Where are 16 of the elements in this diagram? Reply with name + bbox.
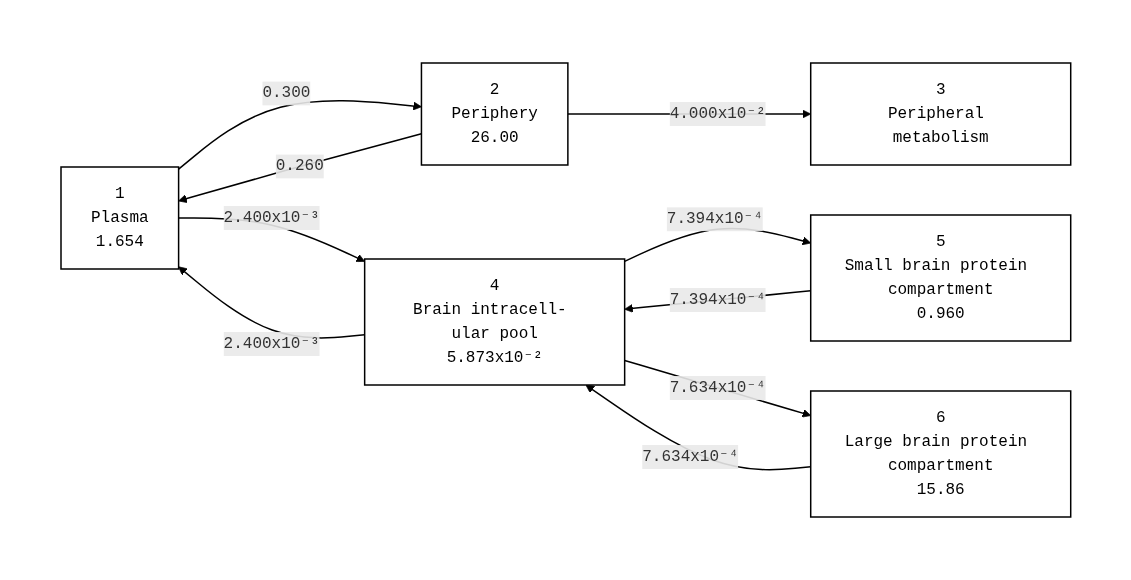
node-box: 3 Peripheral metabolism	[809, 62, 1072, 166]
edge-label: 7.634x10⁻⁴	[669, 379, 766, 397]
edge-label: 7.394x10⁻⁴	[669, 291, 766, 309]
node-box: 1 Plasma 1.654	[59, 166, 179, 270]
node-box: 4 Brain intracell- ular pool 5.873x10⁻²	[363, 258, 626, 386]
node-box: 2 Periphery 26.00	[420, 62, 569, 166]
edge-label: 4.000x10⁻²	[669, 105, 766, 123]
edge-label: 2.400x10⁻³	[223, 209, 320, 227]
edge-label: 2.400x10⁻³	[223, 335, 320, 353]
edge-label: 7.394x10⁻⁴	[666, 210, 763, 229]
edge-label: 0.300	[262, 84, 311, 103]
node-box: 6 Large brain protein compartment 15.86	[809, 390, 1072, 518]
edge-label: 7.634x10⁻⁴	[641, 448, 738, 467]
edge-label: 0.260	[275, 157, 324, 176]
arrow	[177, 100, 422, 170]
node-box: 5 Small brain protein compartment 0.960	[809, 214, 1072, 342]
